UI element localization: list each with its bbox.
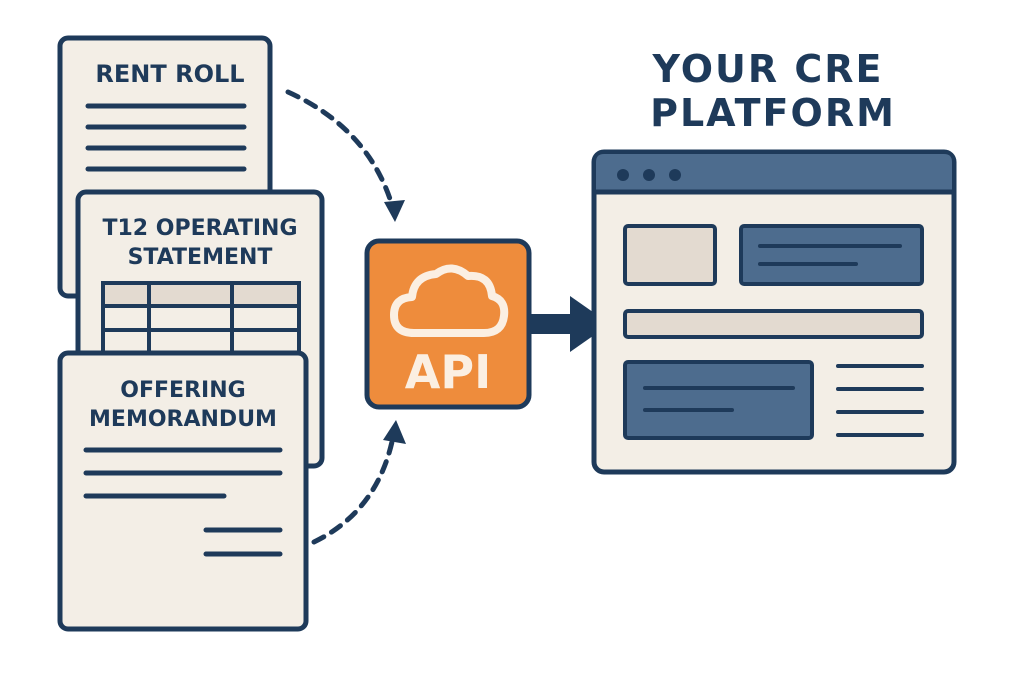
platform-title-line2: PLATFORM (650, 91, 896, 135)
platform-header-panel (739, 224, 924, 286)
rent-roll-arrowhead (384, 200, 405, 222)
platform-title-bar (596, 154, 952, 190)
offering-memorandum-document: OFFERING MEMORANDUM (57, 350, 309, 632)
platform-image-placeholder (623, 224, 717, 286)
platform-search-bar (623, 309, 924, 339)
api-label: API (405, 345, 491, 399)
rent-roll-to-api-arrow (285, 89, 397, 215)
om-arrowhead (383, 420, 406, 444)
om-title-line2: MEMORANDUM (89, 407, 277, 432)
t12-table (101, 281, 301, 355)
platform-title-line1: YOUR CRE (652, 47, 884, 91)
window-dot-1 (617, 169, 629, 181)
t12-title-line1: T12 OPERATING (102, 216, 297, 241)
om-title-line1: OFFERING (120, 378, 245, 403)
cloud-icon (390, 264, 509, 337)
om-paper (57, 350, 309, 632)
platform-content-panel (623, 360, 814, 440)
om-text-lines (83, 447, 283, 557)
window-dot-2 (643, 169, 655, 181)
api-to-platform-arrow (527, 296, 610, 352)
rent-roll-text-lines (85, 103, 247, 172)
rent-roll-title: RENT ROLL (95, 60, 244, 88)
platform-window (591, 149, 957, 475)
api-box: API (364, 238, 532, 410)
window-dot-3 (669, 169, 681, 181)
platform-side-lines (836, 364, 924, 437)
t12-title-line2: STATEMENT (128, 245, 273, 270)
om-to-api-arrow (311, 429, 397, 545)
